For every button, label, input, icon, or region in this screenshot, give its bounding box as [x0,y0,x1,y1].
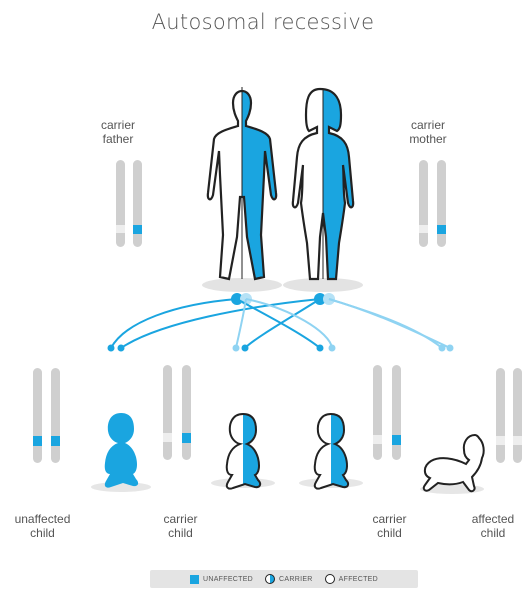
legend-carrier-label: CARRIER [279,576,313,583]
child-junction-nodes [108,345,454,352]
legend-affected-swatch [325,574,335,584]
child-4-chromosomes [496,368,522,463]
legend-affected-label: AFFECTED [339,576,378,583]
child-3-baby [315,414,348,489]
father-chromosomes [116,160,142,247]
mother-figure [293,89,353,279]
legend-affected: AFFECTED [325,574,378,584]
legend-unaffected: UNAFFECTED [190,575,253,584]
child-1-chromosomes [33,368,60,463]
father-shadow [202,278,282,292]
child-2-baby [227,414,260,489]
legend-unaffected-swatch [190,575,199,584]
child-3-chromosomes [373,365,401,460]
mother-shadow [283,278,363,292]
inheritance-arcs [111,299,450,348]
child-4-baby [424,435,484,491]
legend-unaffected-label: UNAFFECTED [203,576,253,583]
father-figure [208,87,276,279]
legend: UNAFFECTED CARRIER AFFECTED [150,570,418,588]
legend-carrier: CARRIER [265,574,313,584]
child-1-baby [105,413,138,488]
legend-carrier-swatch [265,574,275,584]
mother-chromosomes [419,160,446,247]
child-2-chromosomes [163,365,191,460]
